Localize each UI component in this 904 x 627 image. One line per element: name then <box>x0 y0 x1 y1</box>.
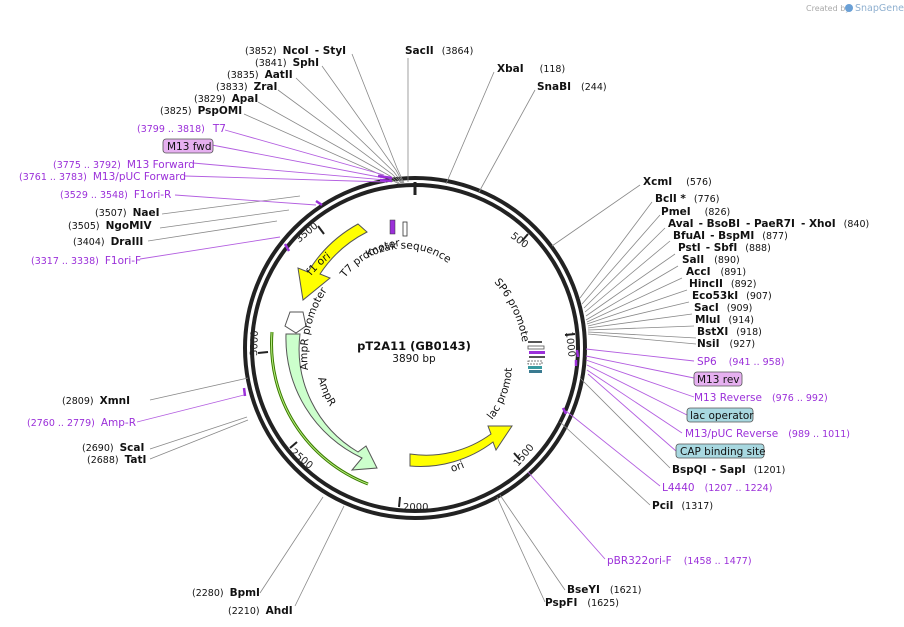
kozak-mark <box>402 221 408 237</box>
svg-text:(3825)PspOMI: (3825)PspOMI <box>160 105 242 117</box>
plasmid-name: pT2A11 (GB0143) <box>357 339 471 353</box>
enzymes-left: (2210)AhdI (2280)BpmI (2688)TatI (2690)S… <box>62 207 293 617</box>
enzymes-right: XcmI(576) BclI *(776) PmeI(826) AvaI- Bs… <box>545 176 869 609</box>
ampr-label: AmpR <box>315 376 338 409</box>
features-inner <box>270 219 545 486</box>
features-right: SP6(941 .. 958) M13 rev M13 Reverse(976 … <box>607 356 850 567</box>
svg-text:(3799 .. 3818)T7: (3799 .. 3818)T7 <box>137 123 226 135</box>
svg-text:AccI(891): AccI(891) <box>686 266 746 278</box>
svg-text:BclI *(776): BclI *(776) <box>655 193 719 205</box>
plasmid-center: pT2A11 (GB0143) 3890 bp <box>357 339 471 365</box>
lac-operator-box <box>686 407 754 423</box>
m13-rev-label: M13 rev <box>697 374 740 386</box>
svg-text:L4440(1207 .. 1224): L4440(1207 .. 1224) <box>662 482 772 494</box>
svg-text:Eco53kI(907): Eco53kI(907) <box>692 290 772 302</box>
svg-text:M13 Reverse(976 .. 992): M13 Reverse(976 .. 992) <box>694 392 828 404</box>
svg-text:(2760 .. 2779)Amp-R: (2760 .. 2779)Amp-R <box>27 417 136 429</box>
credit-prefix: Created by <box>806 4 850 13</box>
svg-text:(3775 .. 3792)M13 Forward: (3775 .. 3792)M13 Forward <box>53 159 195 171</box>
svg-text:PciI(1317): PciI(1317) <box>652 500 713 512</box>
ori-feature <box>409 425 513 467</box>
svg-text:SnaBI(244): SnaBI(244) <box>537 81 607 93</box>
svg-text:BseYI(1621): BseYI(1621) <box>567 584 641 596</box>
svg-text:(3835)AatII: (3835)AatII <box>227 69 293 81</box>
t7-promoter-mark <box>389 219 396 235</box>
svg-text:SacI(909): SacI(909) <box>694 302 752 314</box>
svg-text:SP6(941 .. 958): SP6(941 .. 958) <box>697 356 784 368</box>
cap-binding-box <box>675 443 765 459</box>
svg-text:(3761 .. 3783)M13/pUC Forward: (3761 .. 3783)M13/pUC Forward <box>19 171 186 183</box>
ori-label: ori <box>449 459 466 475</box>
tick-marks <box>257 225 576 508</box>
svg-text:MluI(914): MluI(914) <box>695 314 754 326</box>
primer-marks <box>242 174 580 415</box>
svg-text:XbaI(118): XbaI(118) <box>497 63 565 75</box>
svg-text:(3829)ApaI: (3829)ApaI <box>194 93 258 105</box>
svg-text:HincII(892): HincII(892) <box>689 278 756 290</box>
backbone <box>243 176 587 520</box>
tick-1000: 1000 <box>563 331 577 357</box>
credit-brand: SnapGene <box>855 3 904 14</box>
svg-text:(2210)AhdI: (2210)AhdI <box>228 605 293 617</box>
tick-2000: 2000 <box>403 502 428 513</box>
sp6-lac-cluster <box>527 341 545 373</box>
svg-text:(2280)BpmI: (2280)BpmI <box>192 587 260 599</box>
svg-text:(3317 .. 3338)F1ori-F: (3317 .. 3338)F1ori-F <box>31 255 141 267</box>
f1ori-feature <box>297 223 368 301</box>
ampr-promoter-feature <box>284 311 307 334</box>
svg-text:PmeI(826): PmeI(826) <box>661 206 730 218</box>
svg-text:pBR322ori-F(1458 .. 1477): pBR322ori-F(1458 .. 1477) <box>607 555 752 567</box>
snapgene-logo-icon <box>845 4 853 12</box>
plasmid-length: 3890 bp <box>392 353 436 365</box>
tick-3000: 3000 <box>249 330 261 356</box>
svg-text:(2690)ScaI: (2690)ScaI <box>82 442 144 454</box>
leader-lines <box>147 53 697 607</box>
m13-rev-box <box>693 371 743 387</box>
svg-text:BstXI(918): BstXI(918) <box>697 326 762 338</box>
svg-text:(3833)ZraI: (3833)ZraI <box>216 81 277 93</box>
svg-text:PspFI(1625): PspFI(1625) <box>545 597 619 609</box>
svg-text:(3852)NcoI- StyI: (3852)NcoI- StyI <box>245 45 346 57</box>
svg-text:M13/pUC Reverse(989 .. 1011): M13/pUC Reverse(989 .. 1011) <box>685 428 850 440</box>
cap-binding-label: CAP binding site <box>680 446 766 458</box>
svg-text:(2688)TatI: (2688)TatI <box>87 454 146 466</box>
svg-text:(3841)SphI: (3841)SphI <box>255 57 319 69</box>
svg-text:(3529 .. 3548)F1ori-R: (3529 .. 3548)F1ori-R <box>60 189 171 201</box>
svg-text:(3507)NaeI: (3507)NaeI <box>95 207 160 219</box>
features-left: (3799 .. 3818)T7 M13 fwd (3775 .. 3792)M… <box>19 123 226 429</box>
svg-text:PstI- SbfI(888): PstI- SbfI(888) <box>678 242 771 254</box>
svg-text:BspQI- SapI(1201): BspQI- SapI(1201) <box>672 464 785 476</box>
svg-text:(3505)NgoMIV: (3505)NgoMIV <box>68 220 152 232</box>
svg-text:NsiI(927): NsiI(927) <box>697 338 755 350</box>
svg-text:BfuAI- BspMI(877): BfuAI- BspMI(877) <box>673 230 788 242</box>
m13-fwd-box <box>162 138 214 154</box>
svg-text:(2809)XmnI: (2809)XmnI <box>62 395 130 407</box>
enzymes-top-left: (3852)NcoI- StyI (3841)SphI (3835)AatII … <box>160 45 607 117</box>
ampr-feature <box>285 333 378 471</box>
svg-text:SalI(890): SalI(890) <box>682 254 740 266</box>
m13-fwd-label: M13 fwd <box>167 141 212 153</box>
svg-text:(3404)DraIII: (3404)DraIII <box>73 236 143 248</box>
tick-500: 500 <box>508 231 530 251</box>
svg-text:XcmI(576): XcmI(576) <box>643 176 712 188</box>
feature-leader-lines <box>136 129 695 560</box>
svg-text:AvaI- BsoBI- PaeR7I- XhoI(840): AvaI- BsoBI- PaeR7I- XhoI(840) <box>668 218 869 230</box>
snapgene-credit: Created by SnapGene <box>806 3 904 14</box>
lac-operator-label: lac operator <box>690 410 754 422</box>
svg-text:SacII(3864): SacII(3864) <box>405 45 473 57</box>
